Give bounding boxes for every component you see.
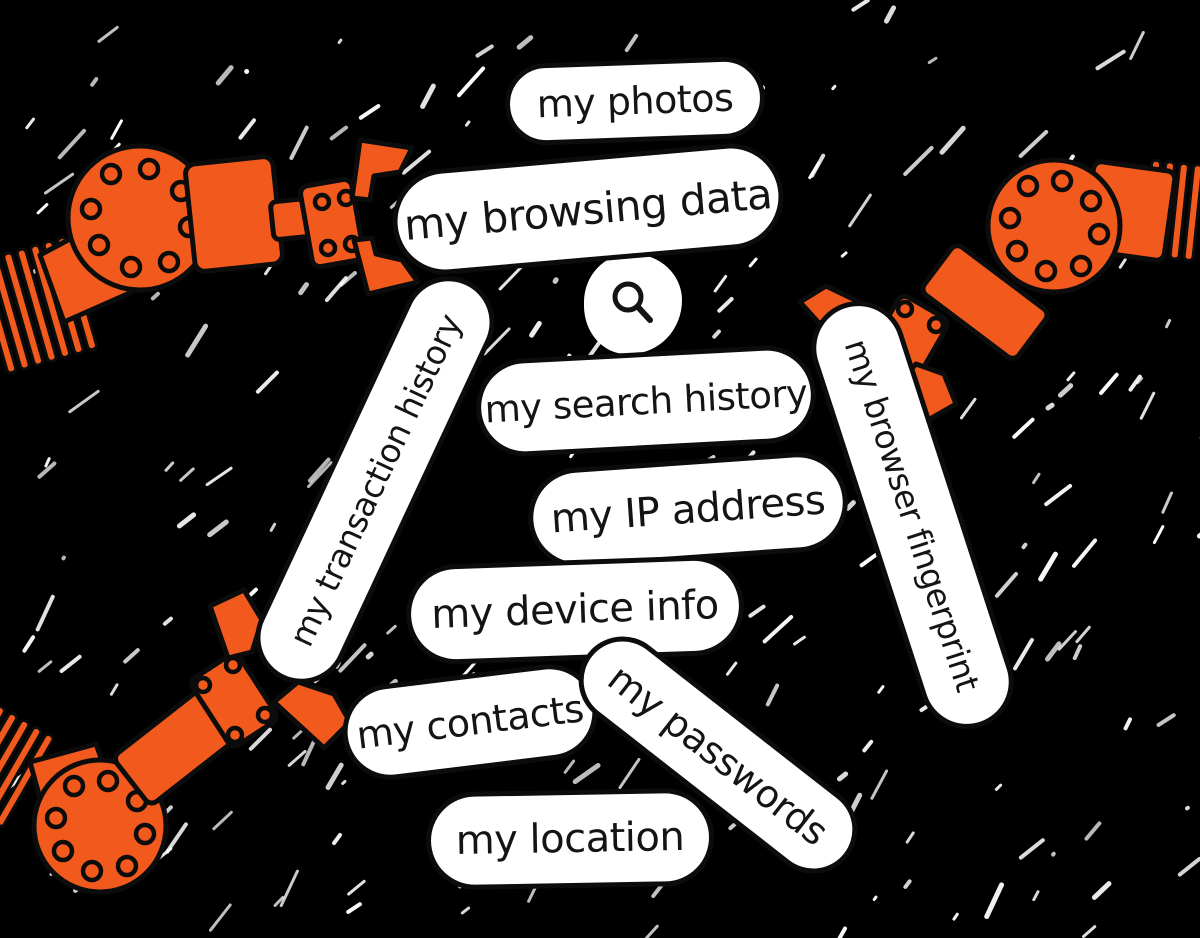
upper-arm	[183, 154, 285, 274]
claw-finger-upper	[207, 587, 265, 661]
pill-my-search-history: my search history	[473, 343, 819, 459]
pill-my-location: my location	[425, 787, 715, 891]
claw-finger-lower	[351, 235, 421, 297]
claw-finger-upper	[349, 137, 415, 203]
search-icon	[612, 281, 653, 323]
robot-arm-top-left	[0, 137, 421, 375]
claw-finger-lower	[271, 679, 353, 751]
pill-my-photos: my photos	[503, 55, 767, 147]
pill-my-device-info: my device info	[404, 554, 746, 666]
